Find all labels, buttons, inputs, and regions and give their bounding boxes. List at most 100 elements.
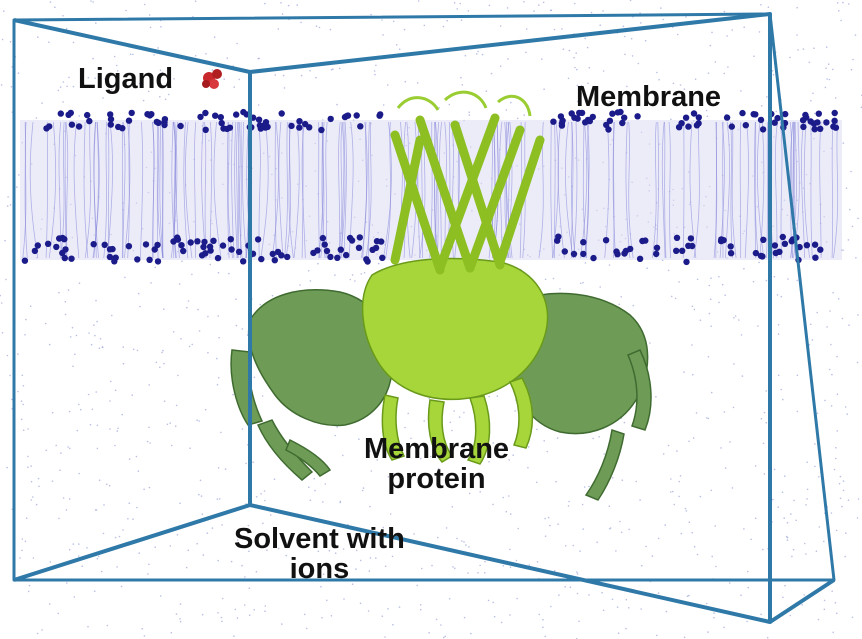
lipid-headgroup	[739, 109, 746, 117]
solvent-particle	[568, 49, 571, 52]
solvent-particle	[710, 277, 712, 280]
lipid-tail	[45, 121, 49, 259]
solvent-particle	[68, 76, 70, 79]
lipid-headgroup	[653, 244, 661, 251]
solvent-particle	[419, 604, 422, 606]
solvent-particle	[116, 70, 119, 72]
solvent-particle	[177, 374, 179, 377]
solvent-particle	[274, 74, 277, 76]
lipid-headgroup	[198, 252, 206, 259]
solvent-particle	[673, 503, 675, 506]
lipid-headgroup	[810, 120, 818, 127]
lipid-headgroup	[772, 249, 779, 257]
solvent-particle	[667, 269, 670, 272]
solvent-particle	[106, 483, 108, 486]
solvent-particle	[27, 466, 29, 469]
lipid-tail	[274, 121, 277, 259]
solvent-particle	[336, 103, 338, 106]
solvent-particle	[706, 115, 709, 118]
solvent-particle	[567, 77, 570, 80]
solvent-particle	[180, 338, 182, 340]
solvent-particle	[54, 6, 56, 8]
solvent-particle	[32, 557, 35, 559]
lipid-tail	[628, 121, 634, 259]
solvent-particle	[552, 277, 555, 280]
solvent-particle	[38, 485, 40, 488]
solvent-particle	[29, 305, 32, 308]
solvent-particle	[855, 257, 857, 259]
solvent-particle	[492, 601, 495, 604]
solvent-particle	[45, 449, 47, 452]
solvent-particle	[635, 480, 637, 483]
solvent-particle	[104, 78, 106, 80]
lipid-headgroup	[86, 117, 93, 125]
lipid-headgroup	[21, 257, 29, 264]
solvent-particle	[116, 430, 119, 432]
lipid-headgroup	[782, 110, 789, 118]
solvent-particle	[856, 517, 859, 519]
solvent-particle	[135, 455, 138, 458]
solvent-particle	[437, 536, 439, 539]
solvent-particle	[602, 609, 605, 612]
solvent-particle	[21, 374, 24, 377]
solvent-particle	[369, 557, 372, 559]
solvent-particle	[194, 0, 197, 2]
solvent-particle	[766, 636, 769, 639]
lipid-headgroup	[134, 256, 141, 263]
lipid-headgroup	[278, 252, 285, 259]
lipid-headgroup	[378, 238, 385, 245]
solvent-particle	[21, 549, 23, 552]
solvent-particle	[707, 356, 710, 358]
solvent-particle	[467, 572, 469, 574]
solvent-particle	[25, 517, 28, 519]
solvent-particle	[620, 531, 623, 534]
solvent-particle	[830, 512, 833, 514]
solvent-particle	[527, 466, 529, 469]
lipid-headgroup	[323, 247, 331, 255]
solvent-particle	[631, 55, 634, 57]
solvent-particle	[416, 82, 419, 84]
lipid-tail	[338, 121, 341, 259]
solvent-particle	[760, 613, 762, 616]
solvent-particle	[625, 627, 627, 630]
lipid-tail	[293, 121, 300, 259]
lipid-headgroup	[217, 114, 224, 121]
solvent-particle	[233, 86, 235, 88]
solvent-particle	[188, 345, 191, 348]
lipid-headgroup	[187, 239, 194, 246]
solvent-particle	[19, 557, 21, 559]
solvent-particle	[608, 505, 611, 508]
solvent-particle	[842, 489, 845, 492]
solvent-particle	[234, 608, 237, 611]
solvent-particle	[315, 25, 318, 27]
solvent-particle	[734, 315, 737, 317]
solvent-particle	[382, 34, 384, 36]
lipid-tail	[151, 121, 155, 259]
lipid-tail	[803, 121, 811, 259]
solvent-particle	[149, 26, 152, 29]
extracellular-loops	[396, 90, 532, 117]
lipid-headgroup	[687, 235, 695, 242]
solvent-particle	[387, 84, 389, 86]
solvent-particle	[514, 410, 516, 412]
solvent-particle	[393, 472, 395, 475]
lipid-headgroup	[302, 120, 309, 128]
solvent-particle	[281, 13, 284, 15]
lipid-tail	[661, 121, 666, 259]
lipid-headgroup	[214, 254, 222, 262]
solvent-particle	[590, 11, 593, 14]
lipid-headgroup	[590, 254, 597, 262]
solvent-particle	[0, 294, 1, 297]
lipid-headgroup	[621, 250, 628, 257]
solvent-particle	[808, 344, 811, 346]
solvent-particle	[159, 69, 162, 71]
solvent-particle	[840, 19, 842, 22]
solvent-particle	[271, 294, 274, 297]
solvent-particle	[131, 394, 133, 396]
solvent-particle	[658, 78, 660, 81]
solvent-particle	[262, 522, 264, 525]
solvent-particle	[463, 616, 466, 619]
lipid-tail	[538, 121, 544, 259]
solvent-particle	[136, 506, 138, 509]
solvent-particle	[73, 596, 76, 598]
